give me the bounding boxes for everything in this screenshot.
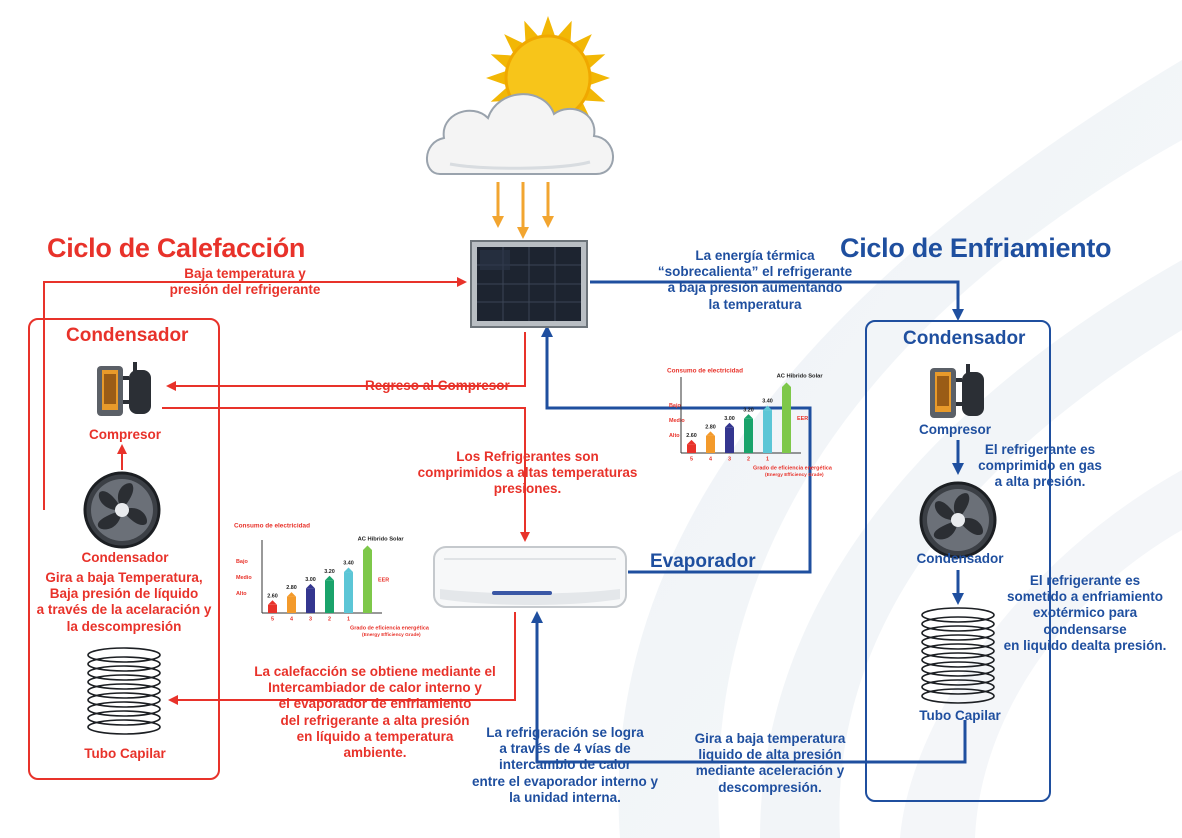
fan-icon (916, 480, 1000, 560)
sun-icon (420, 14, 635, 189)
chart-tick-label: 1 (347, 617, 350, 623)
rotate-desc: Gira a baja temperatura liquido de alta … (694, 731, 846, 795)
coil-icon (918, 605, 998, 705)
chart-bar (325, 580, 334, 613)
chart-eer-label: EER (378, 578, 389, 584)
chart-bar-cap (725, 422, 734, 428)
heating-condenser-label: Condensador (81, 550, 169, 565)
chart-xlabel: Grado de eficiencia energética (350, 626, 430, 632)
chart-tick-label: 5 (690, 457, 693, 463)
chart-tick-label: 1 (766, 457, 769, 463)
chart-side-label: Medio (669, 418, 685, 424)
exothermic-label: El refrigerante es sometido a enfriamien… (1003, 573, 1167, 653)
heating-capillary-label: Tubo Capilar (84, 746, 166, 761)
chart-bar-cap (287, 592, 296, 597)
chart-bar-cap (782, 382, 791, 387)
heating-desc: La calefacción se obtiene mediante el In… (254, 664, 496, 760)
return-label: Regreso al Compresor (365, 378, 510, 393)
chart-bar-cap (744, 414, 753, 419)
chart-xlabel2: (Energy Efficiency Grade) (765, 472, 824, 478)
chart-bar (306, 588, 315, 613)
chart-tick-label: 2 (328, 617, 331, 623)
chart-bar-solar (782, 387, 791, 453)
chart-title: Consumo de electricidad (234, 523, 310, 530)
chart-bar-cap (687, 439, 696, 445)
chart-value-label: 2.60 (686, 433, 697, 439)
solar-panel-icon (470, 240, 588, 328)
chart-tick-label: 3 (309, 617, 312, 623)
cooling-condenser-heading: Condensador (903, 328, 1026, 349)
chart-bar (763, 410, 772, 453)
chart-bar (725, 427, 734, 453)
chart-top-label: AC Híbrido Solar (358, 537, 405, 543)
chart-value-label: 2.80 (286, 585, 297, 591)
chart-side-label: Bajo (669, 403, 681, 409)
evaporator-label: Evaporador (650, 551, 756, 572)
heating-condenser-desc: Gira a baja Temperatura, Baja presión de… (36, 570, 212, 634)
chart-title: Consumo de electricidad (667, 368, 743, 375)
chart-bar (344, 572, 353, 613)
chart-value-label: 2.80 (705, 424, 716, 430)
chart-tick-label: 3 (728, 457, 731, 463)
chart-top-label: AC Hibrido Solar (777, 374, 824, 380)
heating-condenser-heading: Condensador (66, 325, 189, 346)
chart-bar-solar (363, 550, 372, 613)
chart-value-label: 3.20 (324, 569, 335, 575)
chart-side-label: Bajo (236, 559, 248, 565)
chart-tick-label: 2 (747, 457, 750, 463)
compressed-label: Los Refrigerantes son comprimidos a alta… (417, 449, 638, 497)
cooling-cycle-box (865, 320, 1051, 802)
fan-icon (80, 470, 164, 550)
chart-value-label: 3.00 (305, 577, 316, 583)
chart-value-label: 3.20 (743, 407, 754, 413)
chart-bar (706, 435, 715, 453)
chart-bar-cap (363, 545, 372, 550)
compressed-gas-label: El refrigerante es comprimido en gas a a… (978, 442, 1102, 490)
cloud-icon (426, 93, 614, 175)
chart-value-label: 3.40 (762, 399, 773, 405)
chart-side-label: Alto (669, 433, 680, 439)
chart-bar-cap (344, 567, 353, 573)
low-temp-label: Baja temperatura y presión del refrigera… (169, 266, 321, 298)
chart-xlabel: Grado de eficiencia energética (753, 466, 833, 472)
chart-bar-cap (268, 600, 277, 605)
chart-bar-cap (306, 583, 315, 589)
chart-bar (287, 596, 296, 613)
chart-bar (268, 604, 277, 613)
chart-value-label: 2.60 (267, 593, 278, 599)
chart-bar (687, 444, 696, 453)
ac-unit-icon (432, 545, 628, 611)
cooling-condenser-label: Condensador (916, 551, 1004, 566)
chart-bar-cap (706, 431, 715, 436)
compressor-icon (928, 360, 990, 422)
chart-value-label: 3.00 (724, 416, 735, 422)
cooling-capillary-label: Tubo Capilar (919, 708, 1001, 723)
chart-eer-label: EER (797, 416, 808, 422)
energy-label: La energía térmica “sobrecalienta” el re… (657, 248, 853, 312)
chart-tick-label: 4 (290, 617, 293, 623)
chart-bar-cap (763, 405, 772, 411)
compressor-icon (95, 358, 157, 420)
heating-cycle-title: Ciclo de Calefacción (47, 233, 306, 263)
chart-bar (744, 418, 753, 453)
heating-compressor-label: Compresor (88, 427, 161, 442)
chart-tick-label: 4 (709, 457, 712, 463)
chart-bar-cap (325, 575, 334, 581)
chart-xlabel2: (Energy Efficiency Grade) (362, 632, 421, 638)
refrigeration-desc: La refrigeración se logra a través de 4 … (471, 725, 659, 805)
chart-side-label: Medio (236, 575, 252, 581)
coil-icon (84, 645, 164, 740)
cooling-compressor-label: Compresor (918, 422, 991, 437)
chart-side-label: Alto (236, 591, 247, 597)
chart-tick-label: 5 (271, 617, 274, 623)
cooling-cycle-title: Ciclo de Enfriamiento (840, 233, 1112, 263)
chart-value-label: 3.40 (343, 561, 354, 567)
heating-cycle-box (28, 318, 220, 780)
